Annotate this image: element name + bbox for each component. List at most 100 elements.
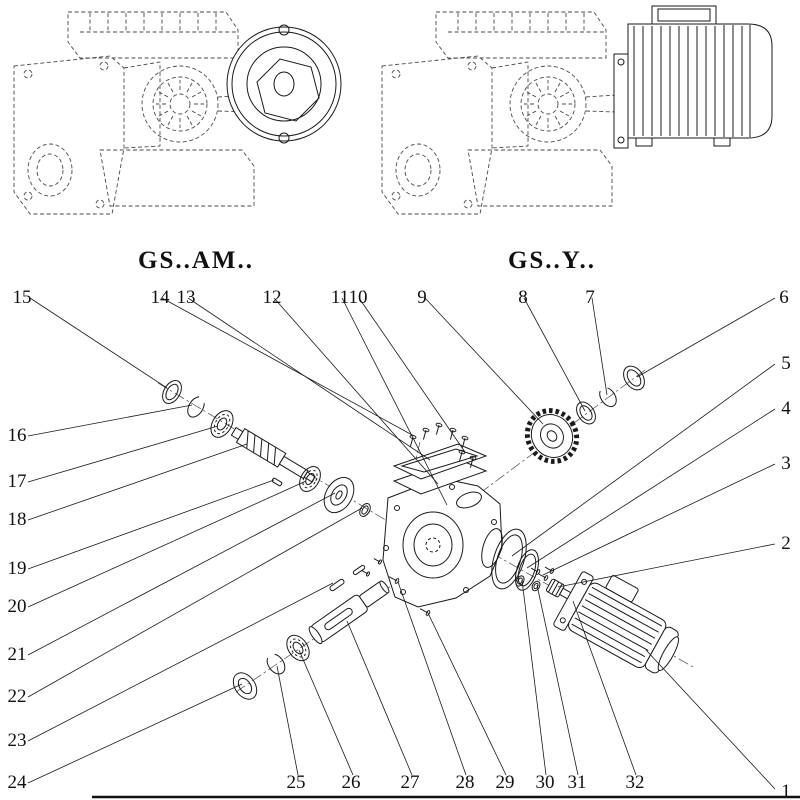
callout-14: 14	[151, 287, 171, 308]
leader-24	[27, 683, 243, 784]
screw-3	[530, 567, 541, 575]
circlip-25	[266, 653, 286, 675]
output-flange-drawing	[226, 24, 342, 144]
leader-25	[276, 665, 299, 776]
screw-small	[373, 558, 382, 565]
leader-28	[397, 581, 467, 776]
callout-28: 28	[456, 772, 475, 793]
leader-5	[511, 363, 776, 557]
callout-5: 5	[781, 353, 791, 374]
leader-18	[27, 443, 248, 521]
circlip-16	[187, 396, 205, 418]
callout-27: 27	[401, 772, 420, 793]
callout-4: 4	[781, 398, 791, 419]
leader-22	[27, 507, 363, 698]
leader-31	[536, 584, 579, 776]
screw-small	[361, 570, 370, 577]
motor-drawing	[613, 5, 773, 149]
callout-18: 18	[8, 509, 27, 530]
leader-20	[27, 480, 307, 608]
callout-23: 23	[8, 730, 27, 751]
worm-gear-disc-21	[323, 476, 355, 514]
cover-screw	[461, 435, 469, 448]
figure-gs-am-drawing	[13, 11, 255, 215]
worm-wheel-teeth	[524, 80, 572, 128]
callout-11: 11	[331, 287, 349, 308]
leader-30	[521, 579, 547, 776]
leader-19	[27, 479, 275, 570]
helical-gear-9	[524, 408, 580, 464]
gear-housing-11	[382, 477, 503, 608]
callout-25: 25	[287, 772, 306, 793]
pin-19	[271, 477, 283, 487]
callout-29: 29	[496, 772, 515, 793]
callout-7: 7	[585, 287, 595, 308]
leader-12	[273, 297, 439, 485]
leader-9	[424, 297, 544, 425]
cover-screw	[435, 422, 443, 435]
cover-screw	[422, 427, 430, 440]
callout-15: 15	[13, 287, 32, 308]
leader-17	[27, 425, 219, 483]
leader-32	[572, 600, 637, 776]
cover-parts	[392, 422, 488, 495]
ring-8	[576, 401, 596, 425]
callout-12: 12	[263, 287, 282, 308]
gear-train-parts	[524, 365, 645, 464]
callout-numbers: 1 2 3 4 5 6 7 8 9 10 11 12 13 14 15 16 1…	[8, 287, 792, 800]
callout-19: 19	[8, 558, 27, 579]
callout-20: 20	[8, 596, 27, 617]
input-shaft-parts	[162, 380, 371, 517]
leader-29	[427, 612, 507, 776]
leader-4	[526, 408, 776, 569]
seal-ring-15	[162, 380, 182, 404]
leader-8	[523, 297, 586, 412]
key-23	[329, 578, 345, 592]
leader-13	[187, 297, 431, 461]
cover-screw	[458, 449, 466, 462]
leader-10	[358, 297, 466, 453]
callout-26: 26	[342, 772, 361, 793]
leader-26	[298, 649, 354, 776]
cover-screw	[469, 455, 477, 468]
callout-1: 1	[781, 781, 791, 800]
leader-2	[557, 543, 776, 588]
leader-lines	[27, 297, 776, 790]
screw-3	[544, 566, 555, 574]
seal-24	[232, 672, 258, 700]
cover-seal-5	[491, 528, 527, 590]
circlip-7	[599, 386, 617, 408]
callout-8: 8	[518, 287, 528, 308]
leader-21	[27, 492, 336, 656]
callout-2: 2	[781, 533, 791, 554]
leader-14	[161, 297, 415, 437]
cover-screw	[449, 427, 457, 440]
callout-21: 21	[8, 644, 27, 665]
leader-23	[27, 582, 334, 742]
output-shaft-27	[308, 580, 390, 645]
key-23	[352, 564, 366, 576]
screw-3	[538, 573, 549, 581]
callout-31: 31	[568, 772, 587, 793]
callout-6: 6	[779, 287, 789, 308]
ring-22	[359, 503, 371, 517]
worm-wheel-teeth	[156, 80, 204, 128]
figure-label-gs-y: GS..Y..	[508, 247, 596, 274]
bearing-26	[286, 634, 310, 662]
screw-28	[388, 576, 400, 584]
output-shaft-parts	[232, 558, 431, 700]
leader-11	[341, 297, 448, 506]
leader-3	[542, 463, 776, 576]
leader-15	[29, 297, 168, 389]
leader-7	[591, 297, 608, 396]
callout-9: 9	[417, 287, 427, 308]
callout-13: 13	[177, 287, 196, 308]
washer-30	[515, 575, 525, 587]
screw-29	[419, 608, 431, 616]
leader-6	[636, 297, 776, 378]
figure-gs-y-drawing	[381, 11, 617, 215]
callout-24: 24	[8, 772, 28, 793]
motor-1	[553, 571, 680, 674]
